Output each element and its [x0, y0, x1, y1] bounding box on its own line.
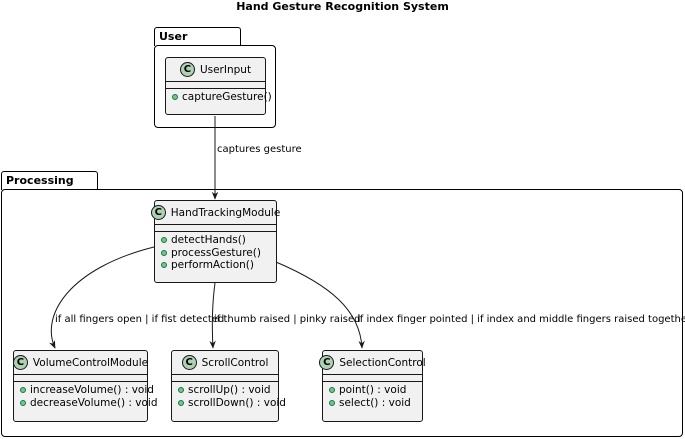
- class-hand-tracking-module[interactable]: C HandTrackingModule detectHands() proce…: [150, 200, 280, 283]
- method-item: select() : void: [329, 397, 416, 410]
- method-item: point() : void: [329, 384, 416, 397]
- public-method-icon: [161, 249, 167, 256]
- edge-label-volume: if all fingers open | if fist detected: [55, 314, 225, 325]
- class-icon: C: [179, 62, 195, 77]
- method-item: captureGesture(): [172, 91, 272, 104]
- class-name: ScrollControl: [201, 356, 269, 369]
- method-item: scrollUp() : void: [178, 384, 272, 397]
- class-scroll-control[interactable]: C ScrollControl scrollUp() : void scroll…: [171, 350, 286, 422]
- class-name: VolumeControlModule: [32, 356, 149, 369]
- edge-label-captures-gesture: captures gesture: [217, 144, 302, 155]
- diagram-title: Hand Gesture Recognition System: [236, 0, 449, 13]
- public-method-icon: [329, 399, 335, 406]
- public-method-icon: [161, 262, 167, 269]
- public-method-icon: [20, 387, 26, 394]
- class-icon: C: [319, 355, 335, 370]
- method-item: performAction(): [161, 259, 270, 272]
- edge-selection-control: [275, 261, 365, 349]
- class-icon: C: [12, 355, 28, 370]
- public-method-icon: [172, 94, 178, 101]
- method-item: increaseVolume() : void: [20, 384, 154, 397]
- class-name: HandTrackingModule: [170, 206, 281, 219]
- class-user-input[interactable]: C UserInput captureGesture(): [165, 57, 272, 115]
- method-item: scrollDown() : void: [178, 397, 286, 410]
- class-selection-control[interactable]: C SelectionControl point() : void select…: [319, 350, 426, 422]
- edge-label-scroll: if thumb raised | pinky raised: [214, 314, 361, 325]
- public-method-icon: [329, 387, 335, 394]
- class-name: UserInput: [199, 63, 252, 76]
- edge-label-selection: if index finger pointed | if index and m…: [357, 314, 685, 325]
- public-method-icon: [20, 399, 26, 406]
- class-volume-control-module[interactable]: C VolumeControlModule increaseVolume() :…: [12, 350, 158, 422]
- method-item: detectHands(): [161, 234, 270, 247]
- class-icon: C: [181, 355, 197, 370]
- edge-volume-control: [49, 246, 155, 349]
- class-icon: C: [150, 205, 166, 220]
- edge-scroll-control: [209, 282, 216, 349]
- public-method-icon: [178, 387, 184, 394]
- method-item: decreaseVolume() : void: [20, 397, 158, 410]
- method-item: processGesture(): [161, 247, 270, 260]
- public-method-icon: [161, 237, 167, 244]
- class-name: SelectionControl: [339, 356, 426, 369]
- public-method-icon: [178, 399, 184, 406]
